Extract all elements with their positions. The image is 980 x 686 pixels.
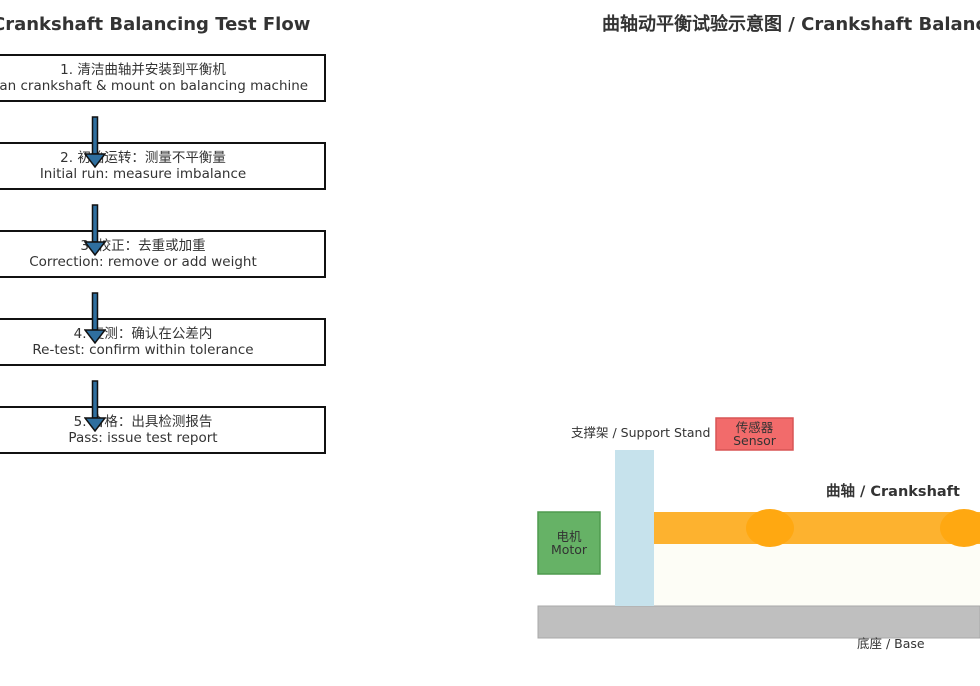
crankshaft-journal-1	[746, 509, 794, 547]
flow-step-5: 5. 合格：出具检测报告 Pass: issue test report	[0, 406, 326, 454]
motor-label: 电机 Motor	[538, 530, 600, 556]
flow-step-4-cn: 4. 复测：确认在公差内	[73, 326, 213, 342]
support-stand	[615, 450, 654, 606]
sensor-label-cn: 传感器	[735, 420, 774, 435]
sensor-box	[715, 417, 794, 451]
motor-label-cn: 电机	[556, 529, 582, 544]
flow-step-1-cn: 1. 清洁曲轴并安装到平衡机	[60, 62, 226, 78]
crankshaft-bar	[654, 512, 980, 544]
base	[537, 605, 980, 639]
flow-step-5-cn: 5. 合格：出具检测报告	[73, 414, 213, 430]
flow-step-5-en: Pass: issue test report	[68, 430, 218, 446]
support-stand-label: 支撑架 / Support Stand	[571, 425, 711, 440]
flow-step-1: 1. 清洁曲轴并安装到平衡机 Clean crankshaft & mount …	[0, 54, 326, 102]
motor-box	[537, 511, 601, 575]
flow-step-4-en: Re-test: confirm within tolerance	[32, 342, 254, 358]
crankshaft-label: 曲轴 / Crankshaft	[826, 484, 960, 500]
flow-arrow-4	[84, 380, 106, 432]
flow-step-1-en: Clean crankshaft & mount on balancing ma…	[0, 78, 309, 94]
flow-step-3: 3. 校正：去重或加重 Correction: remove or add we…	[0, 230, 326, 278]
flow-arrow-1	[84, 116, 106, 168]
base-label: 底座 / Base	[857, 636, 925, 651]
flow-title: Crankshaft Balancing Test Flow	[0, 14, 311, 35]
schematic-title: 曲轴动平衡试验示意图 / Crankshaft Balancing	[602, 14, 980, 35]
motor-label-en: Motor	[550, 542, 588, 557]
flow-arrow-2	[84, 204, 106, 256]
flow-arrow-3	[84, 292, 106, 344]
crankshaft-journal-2	[940, 509, 980, 547]
flow-step-3-en: Correction: remove or add weight	[29, 254, 257, 270]
sensor-label-en: Sensor	[733, 433, 776, 448]
flow-step-3-cn: 3. 校正：去重或加重	[80, 238, 206, 254]
flow-step-2-en: Initial run: measure imbalance	[39, 166, 247, 182]
flow-step-4: 4. 复测：确认在公差内 Re-test: confirm within tol…	[0, 318, 326, 366]
sensor-label: 传感器 Sensor	[716, 421, 793, 447]
